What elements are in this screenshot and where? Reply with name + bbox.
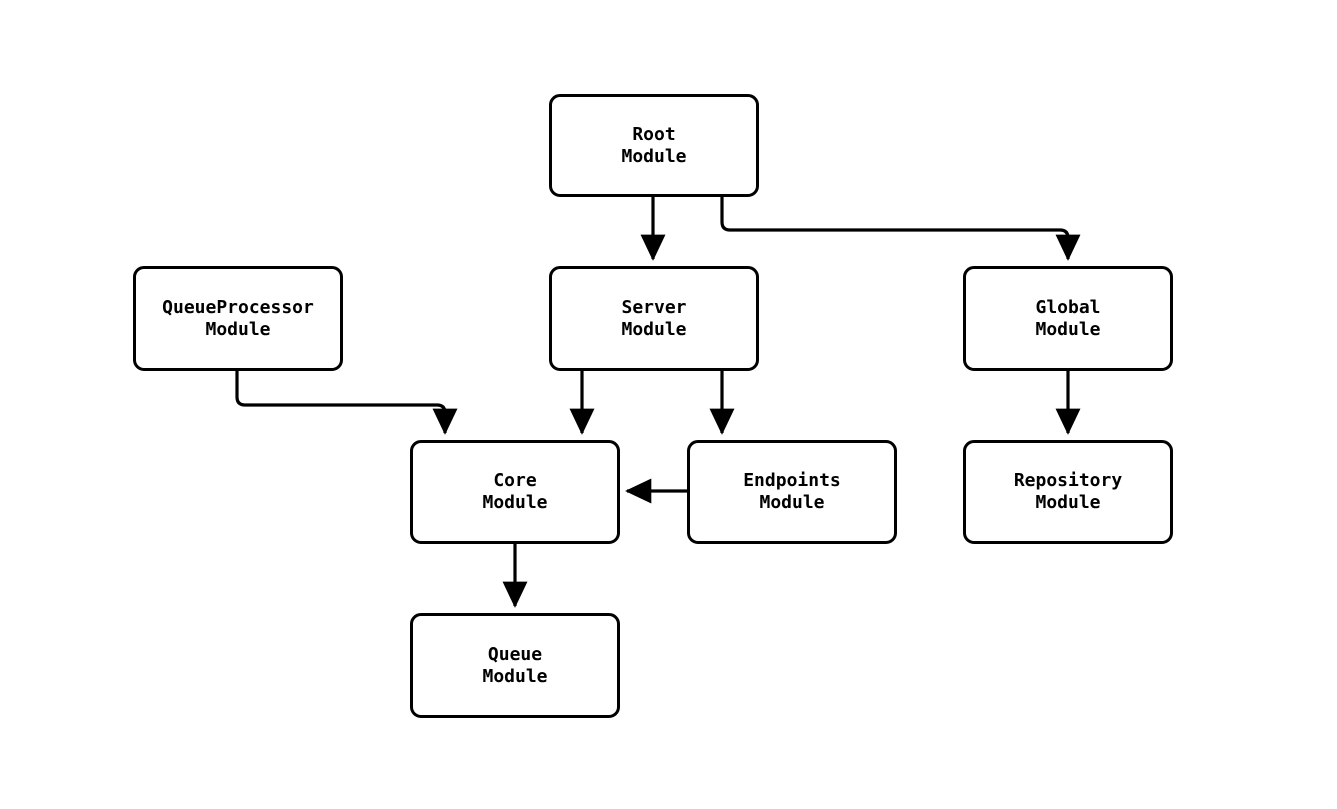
node-queue-label-line1: Queue bbox=[487, 643, 543, 665]
node-endpoints-label-line1: Endpoints bbox=[743, 470, 841, 491]
node-root-label-line2: Module bbox=[621, 145, 687, 167]
edge-queueprocessor-to-core bbox=[235, 371, 458, 435]
node-queue-label-line2: Module bbox=[482, 665, 548, 687]
node-core-label-line2: Module bbox=[482, 492, 548, 513]
node-root-label-line1: Root bbox=[632, 123, 676, 145]
node-repository-label-line2: Module bbox=[1035, 492, 1101, 513]
node-endpoints-label-line2: Module bbox=[759, 492, 825, 513]
node-core-label-line1: Core bbox=[493, 470, 537, 491]
node-server-label-line2: Module bbox=[621, 318, 687, 340]
node-repository-label-line1: Repository bbox=[1013, 470, 1123, 491]
node-global-label-line1: Global bbox=[1035, 296, 1101, 318]
node-queueprocessor-label-line2: Module bbox=[205, 318, 271, 340]
node-server-label-line1: Server bbox=[621, 296, 687, 318]
node-queueprocessor-label-line1: QueueProcessor bbox=[162, 296, 314, 318]
edge-root-to-global bbox=[720, 197, 1081, 261]
node-global-label-line2: Module bbox=[1035, 318, 1101, 340]
